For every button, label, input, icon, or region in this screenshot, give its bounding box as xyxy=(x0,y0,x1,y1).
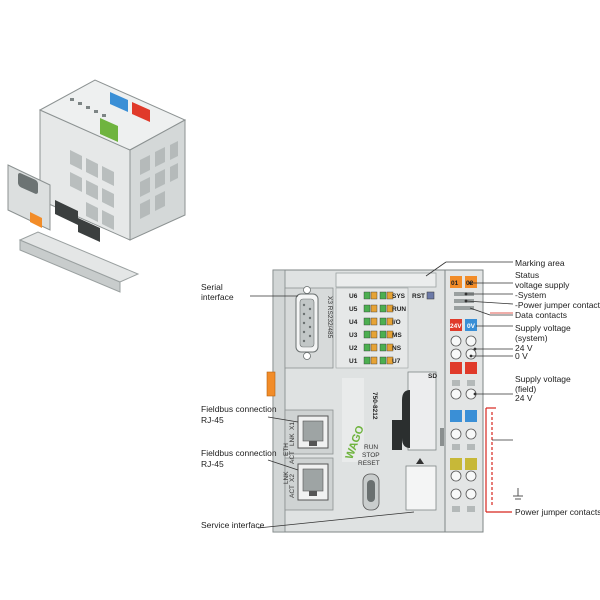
leader-lines-left xyxy=(250,295,415,529)
led-label-u1: U1 xyxy=(349,358,358,365)
callout-fieldbus2-1: Fieldbus connection xyxy=(201,448,277,458)
led-label-u3: U3 xyxy=(349,332,358,339)
port1-x1: X1 xyxy=(289,422,296,430)
power-jumper-bracket xyxy=(485,407,512,513)
callout-status-4: -Power jumper contacts xyxy=(515,300,600,310)
ground-symbol xyxy=(513,488,523,500)
terminal-block xyxy=(444,269,484,533)
callout-supply-field-2: (field) xyxy=(515,384,536,394)
port1-lnk: LNK xyxy=(289,433,296,446)
serial-vertical-label: X3 RS232/485 xyxy=(326,296,333,339)
led-labels-right: SYS RUN I/O MS NS U7 xyxy=(392,293,406,365)
callout-status-3: -System xyxy=(515,290,546,300)
callout-status-1: Status xyxy=(515,270,539,280)
callout-supply-sys-2: (system) xyxy=(515,333,548,343)
callout-status-2: voltage supply xyxy=(515,280,570,290)
led-label-u6: U6 xyxy=(349,293,358,300)
leader-lines-right xyxy=(425,261,514,441)
led-label-u5: U5 xyxy=(349,306,358,313)
led-labels-left: U6 U5 U4 U3 U2 U1 xyxy=(349,293,358,365)
rst-button[interactable] xyxy=(426,291,435,300)
callout-serial-2: interface xyxy=(201,292,234,302)
led-label-run: RUN xyxy=(392,306,406,313)
terminal-02: 02 xyxy=(466,280,474,287)
callout-service: Service interface xyxy=(201,520,265,530)
port1-act: ACT xyxy=(289,451,296,464)
eth-label: ETH xyxy=(283,443,290,456)
callout-power-jumper: Power jumper contacts xyxy=(515,507,600,517)
callout-fieldbus1-2: RJ-45 xyxy=(201,415,224,425)
port2-lnk: LNK xyxy=(283,471,290,484)
led-label-u4: U4 xyxy=(349,319,358,326)
switch-label-stop: STOP xyxy=(362,452,380,459)
callout-supply-sys-3: 24 V xyxy=(515,343,533,353)
callout-supply-sys-1: Supply voltage xyxy=(515,323,571,333)
rst-label: RST xyxy=(412,293,425,300)
led-label-u2: U2 xyxy=(349,345,358,352)
terminal-01: 01 xyxy=(451,280,459,287)
callout-marking: Marking area xyxy=(515,258,565,268)
terminal-24v: 24V xyxy=(450,323,462,330)
callout-data: Data contacts xyxy=(515,310,567,320)
callout-supply-field-3: 24 V xyxy=(515,393,533,403)
terminal-0v: 0V xyxy=(467,323,476,330)
switch-label-run: RUN xyxy=(364,444,378,451)
callout-serial-1: Serial xyxy=(201,282,223,292)
device-front xyxy=(266,269,446,533)
led-label-io: I/O xyxy=(392,319,401,326)
switch-label-reset: RESET xyxy=(358,460,380,467)
led-label-ns: NS xyxy=(392,345,402,352)
callout-supply-field-1: Supply voltage xyxy=(515,374,571,384)
led-label-sys: SYS xyxy=(392,293,406,300)
port2-act: ACT xyxy=(289,485,296,498)
led-label-ms: MS xyxy=(392,332,402,339)
led-indicators xyxy=(363,291,394,365)
sd-label: SD xyxy=(428,373,437,380)
callout-supply-sys-4: 0 V xyxy=(515,351,528,361)
port2-x2: X2 xyxy=(289,474,296,482)
led-label-u7: U7 xyxy=(392,358,401,365)
product-photo xyxy=(7,79,187,293)
callout-fieldbus2-2: RJ-45 xyxy=(201,459,224,469)
model-label: 750-8212 xyxy=(371,392,378,420)
callout-fieldbus1-1: Fieldbus connection xyxy=(201,404,277,414)
